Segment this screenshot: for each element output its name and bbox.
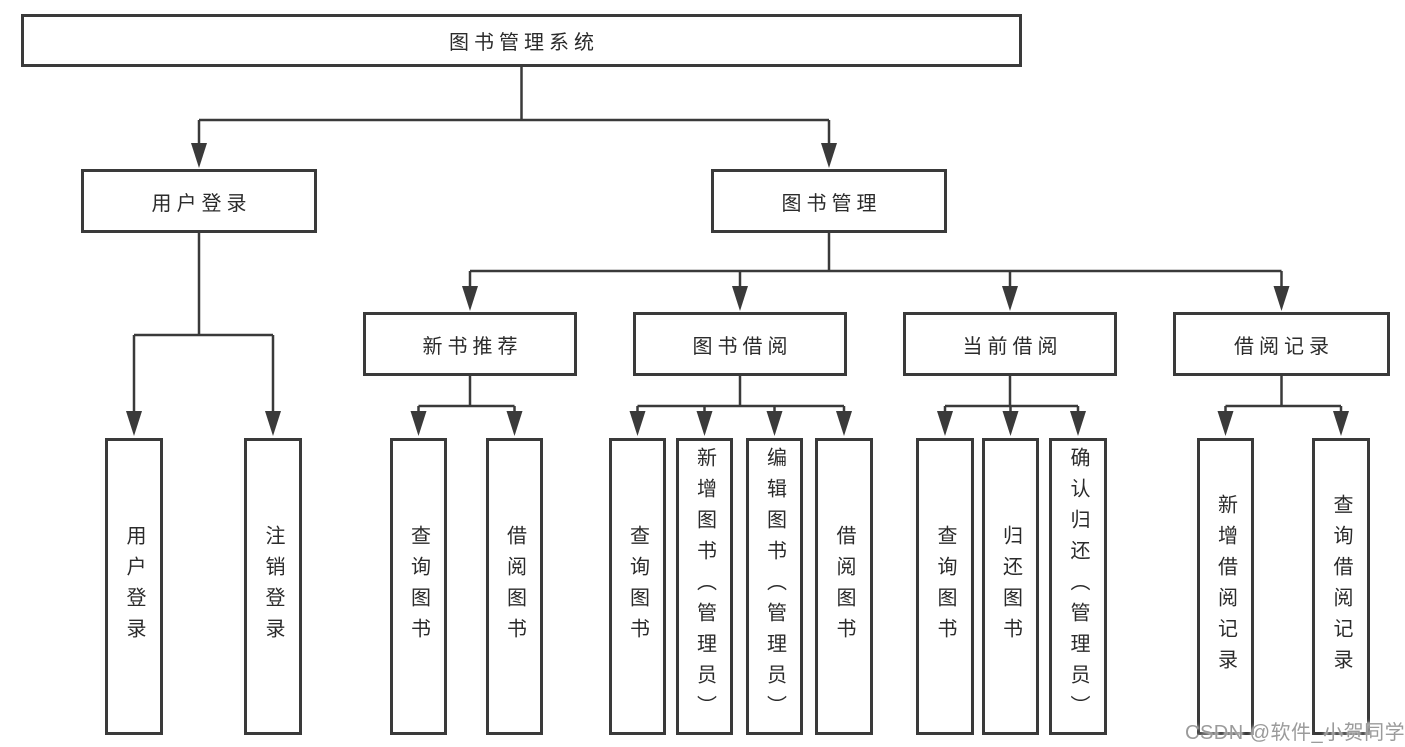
- leaf-add-borrow-record: 新增借阅记录: [1197, 438, 1254, 735]
- node-root: 图书管理系统: [21, 14, 1022, 67]
- leaf-query-books-recommend: 查询图书: [390, 438, 447, 735]
- node-user-login-branch: 用户登录: [81, 169, 317, 233]
- leaf-edit-books-admin: 编辑图书（管理员）: [746, 438, 803, 735]
- leaf-query-books-current: 查询图书: [916, 438, 974, 735]
- leaf-query-borrow-record: 查询借阅记录: [1312, 438, 1370, 735]
- node-borrow-records: 借阅记录: [1173, 312, 1390, 376]
- leaf-user-login: 用户登录: [105, 438, 163, 735]
- node-current-borrow: 当前借阅: [903, 312, 1117, 376]
- node-new-book-recommend: 新书推荐: [363, 312, 577, 376]
- leaf-add-books-admin: 新增图书（管理员）: [676, 438, 733, 735]
- watermark: CSDN @软件_小贺同学: [1185, 722, 1405, 744]
- leaf-borrow-books: 借阅图书: [815, 438, 873, 735]
- leaf-return-books: 归还图书: [982, 438, 1039, 735]
- node-book-management: 图书管理: [711, 169, 947, 233]
- leaf-query-books-borrow: 查询图书: [609, 438, 666, 735]
- leaf-confirm-return-admin: 确认归还（管理员）: [1049, 438, 1107, 735]
- node-book-borrow: 图书借阅: [633, 312, 847, 376]
- leaf-borrow-books-recommend: 借阅图书: [486, 438, 543, 735]
- leaf-logout: 注销登录: [244, 438, 302, 735]
